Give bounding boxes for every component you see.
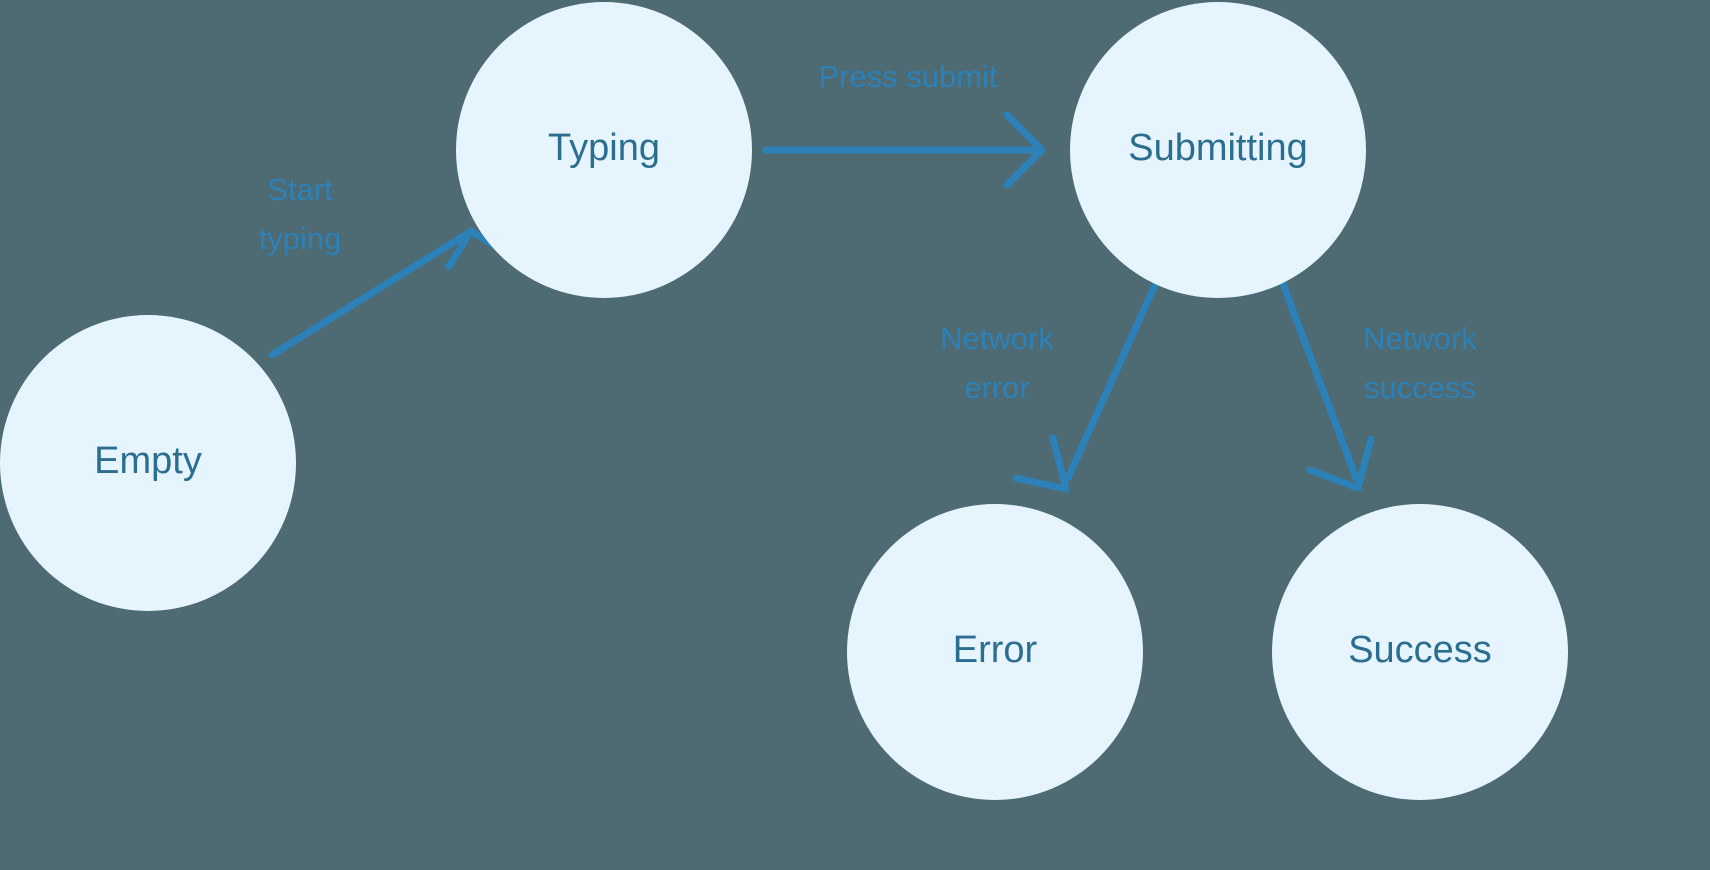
edge-typing-to-submitting bbox=[762, 111, 1046, 189]
edge-submitting-to-error bbox=[1012, 281, 1159, 493]
node-typing[interactable]: Typing bbox=[456, 2, 752, 298]
node-typing-label: Typing bbox=[548, 127, 660, 169]
edge-label-start-typing-line1: Start bbox=[267, 172, 333, 207]
edge-label-network-success-line2: success bbox=[1364, 370, 1476, 405]
edge-label-empty-to-typing: Start typing bbox=[259, 172, 342, 256]
edge-empty-to-typing-line bbox=[268, 228, 474, 359]
edge-label-network-success-line1: Network bbox=[1363, 321, 1477, 356]
node-error-circle[interactable] bbox=[847, 504, 1143, 800]
edge-label-network-error-line1: Network bbox=[940, 321, 1054, 356]
node-error-label: Error bbox=[953, 629, 1038, 671]
node-error[interactable]: Error bbox=[847, 504, 1143, 800]
node-success[interactable]: Success bbox=[1272, 504, 1568, 800]
node-empty-circle[interactable] bbox=[0, 315, 296, 611]
edge-typing-to-submitting-arrowhead bbox=[1003, 111, 1046, 189]
edge-submitting-to-success bbox=[1279, 280, 1375, 492]
edge-submitting-to-error-arrowhead bbox=[1012, 434, 1070, 493]
edge-submitting-to-success-line bbox=[1279, 280, 1360, 482]
node-success-circle[interactable] bbox=[1272, 504, 1568, 800]
node-submitting-label: Submitting bbox=[1128, 127, 1308, 169]
edge-submitting-to-error-line bbox=[1064, 281, 1159, 482]
edge-submitting-to-success-arrowhead bbox=[1306, 435, 1375, 492]
node-submitting[interactable]: Submitting bbox=[1070, 2, 1366, 298]
node-success-label: Success bbox=[1348, 629, 1492, 671]
edge-label-start-typing-line2: typing bbox=[259, 221, 342, 256]
node-typing-circle[interactable] bbox=[456, 2, 752, 298]
edge-label-typing-to-submitting: Press submit bbox=[818, 59, 998, 94]
node-empty[interactable]: Empty bbox=[0, 315, 296, 611]
edge-label-press-submit-line1: Press submit bbox=[818, 59, 998, 94]
edge-label-submitting-to-error: Network error bbox=[940, 321, 1054, 405]
node-empty-label: Empty bbox=[94, 440, 202, 482]
edge-label-network-error-line2: error bbox=[964, 370, 1029, 405]
edge-label-submitting-to-success: Network success bbox=[1363, 321, 1477, 405]
node-submitting-circle[interactable] bbox=[1070, 2, 1366, 298]
